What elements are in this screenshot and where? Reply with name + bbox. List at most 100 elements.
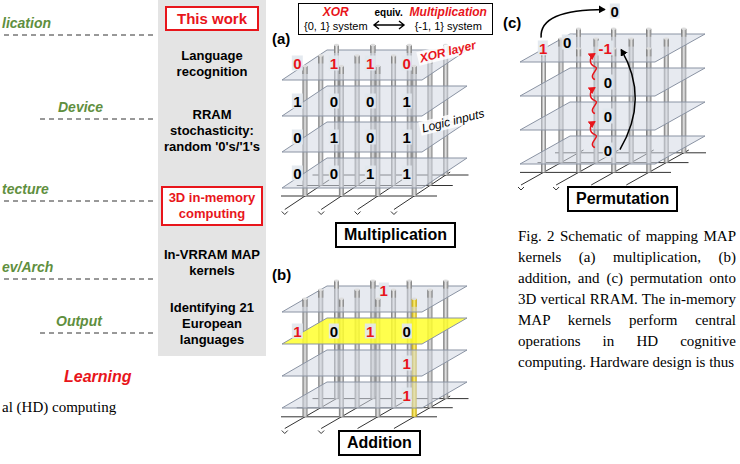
pillar-top xyxy=(576,28,581,30)
pillar-cap xyxy=(334,45,339,53)
pillar-top xyxy=(427,289,432,291)
dashed-leader xyxy=(4,279,157,280)
level-label: ev/Arch xyxy=(2,259,53,275)
rram-layer xyxy=(520,136,705,164)
ground-mark xyxy=(355,212,361,215)
ground-mark xyxy=(282,212,288,215)
bit-value: 1 xyxy=(365,165,375,180)
kernel-label: Addition xyxy=(347,434,412,452)
pillar-top xyxy=(646,47,651,49)
pillar-top xyxy=(355,289,360,291)
pillar-top xyxy=(370,44,375,46)
pillar-cap xyxy=(303,299,308,307)
pillar-cap xyxy=(318,290,323,298)
ground-mark xyxy=(282,431,288,434)
column: Multiplication{-1, 1} system xyxy=(410,5,487,33)
rram-layer xyxy=(282,382,467,408)
rram-layer xyxy=(520,102,705,130)
bit-value: 1 xyxy=(292,323,302,338)
double-arrow xyxy=(372,19,406,31)
panel-letter: (c) xyxy=(503,14,521,31)
bit-value: 0 xyxy=(292,165,302,180)
body-text: al (HD) computing xyxy=(2,399,116,416)
section-heading: Learning xyxy=(64,368,132,386)
bit-value: 0 xyxy=(401,323,411,338)
figure-caption: Fig. 2 Schematic of mapping MAP kernels … xyxy=(518,226,736,373)
gray-panel: Language recognitionRRAM stochasticity: … xyxy=(158,0,266,356)
rram-layer xyxy=(520,68,705,96)
wrap-arrow xyxy=(620,50,635,150)
pillar-top xyxy=(412,65,417,67)
rram-layer xyxy=(282,158,467,188)
bit-value: 1 xyxy=(292,93,302,108)
pillar-top xyxy=(355,54,360,56)
rotate-arrow xyxy=(541,9,605,37)
bit-value: 0 xyxy=(292,129,302,144)
pillar-cap xyxy=(370,281,375,289)
bit-value: 0 xyxy=(292,55,302,70)
bit-value: 1 xyxy=(538,40,548,55)
ground-mark xyxy=(391,212,397,215)
pillar-cap xyxy=(576,29,581,37)
pillar-cap xyxy=(355,290,360,298)
kernel-box: Permutation xyxy=(567,186,678,212)
pillar-cap xyxy=(407,281,412,289)
equiv-note: equiv. xyxy=(375,7,403,19)
pillar-cap xyxy=(370,45,375,53)
shift-arrow xyxy=(590,88,596,114)
panel-item: Identifying 21 European languages xyxy=(161,300,263,348)
pillar-cap xyxy=(355,56,360,64)
bit-value: 1 xyxy=(365,323,375,338)
level-label: tecture xyxy=(2,181,49,197)
pillar-cap xyxy=(576,48,581,56)
bit-value: 1 xyxy=(401,129,411,144)
kernel-name: XOR xyxy=(323,5,349,19)
pillar-top xyxy=(370,279,375,281)
kernel-name: Multiplication xyxy=(410,5,487,19)
dashed-leader xyxy=(4,201,157,202)
pillar-cap xyxy=(391,56,396,64)
pillar-cap xyxy=(412,299,417,307)
rram-layer xyxy=(282,286,467,312)
panel-letter: (b) xyxy=(272,266,291,283)
panel-item: Language recognition xyxy=(161,48,263,80)
pillar-top xyxy=(375,65,380,67)
pillar-cap xyxy=(681,29,686,37)
bit-value: 1 xyxy=(365,55,375,70)
rram-layer xyxy=(282,86,467,116)
pillar-cap xyxy=(611,29,616,37)
pillar-top xyxy=(391,54,396,56)
pillar-top xyxy=(318,54,323,56)
pillar-top xyxy=(339,65,344,67)
pillar-cap xyxy=(334,281,339,289)
rram-layer xyxy=(282,350,467,376)
bit-value: 0 xyxy=(329,93,339,108)
pillar-top xyxy=(576,47,581,49)
pillar-top xyxy=(375,298,380,300)
pillar-cap xyxy=(646,29,651,37)
pillar-cap xyxy=(646,48,651,56)
ground-mark xyxy=(518,187,524,190)
highlight-box: 3D in-memory computing xyxy=(161,186,263,226)
pillar-cap xyxy=(427,290,432,298)
bit-value: 0 xyxy=(365,129,375,144)
bit-value: -1 xyxy=(598,40,613,55)
level-label: Output xyxy=(56,313,102,329)
panel-letter: (a) xyxy=(272,30,290,47)
pillar-cap xyxy=(318,56,323,64)
dashed-leader xyxy=(40,333,157,334)
bit-value: 0 xyxy=(562,35,572,50)
pillar-top xyxy=(412,298,417,300)
highlighted-layer xyxy=(282,318,467,344)
bit-value: 1 xyxy=(379,282,389,297)
bit-value: 1 xyxy=(329,129,339,144)
bit-value: 0 xyxy=(329,323,339,338)
bit-value: 1 xyxy=(329,55,339,70)
highlight-box: This work xyxy=(165,6,259,31)
bit-value: 0 xyxy=(603,74,613,89)
shift-arrow xyxy=(590,122,596,148)
bit-value: 1 xyxy=(401,93,411,108)
equivalence-box: XOR{0, 1} system equiv. Multiplication{-1,… xyxy=(298,3,493,35)
column: XOR{0, 1} system xyxy=(304,5,368,33)
